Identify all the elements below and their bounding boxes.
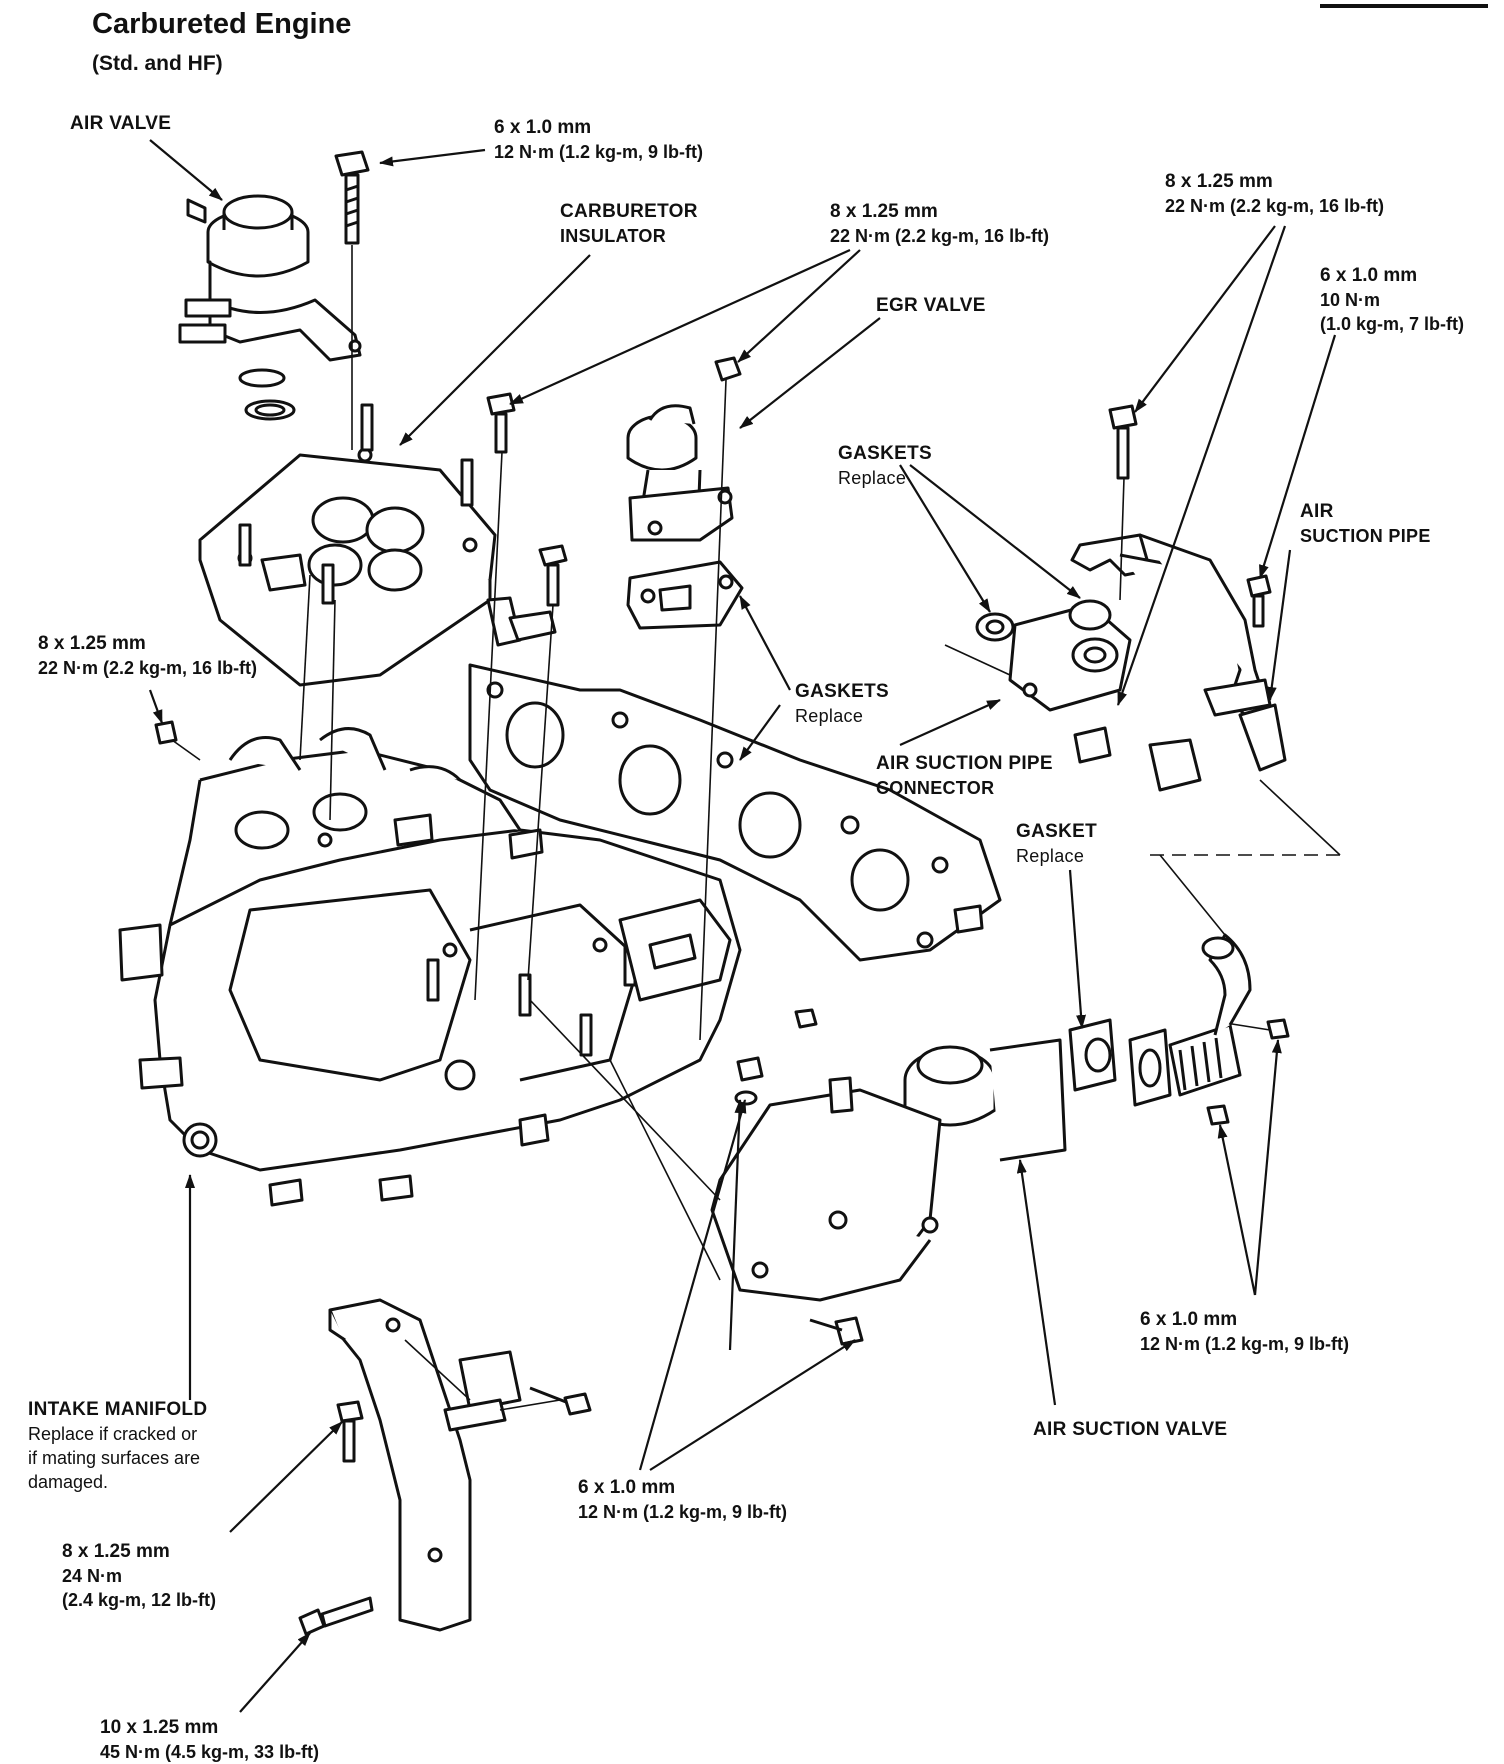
spec-size: 6 x 1.0 mm [1320, 265, 1418, 286]
spec-bottom-bolt: 10 x 1.25 mm 45 N·m (4.5 kg-m, 33 lb-ft) [100, 1716, 319, 1764]
gaskets-upper-label: GASKETS Replace [838, 442, 932, 490]
spec-torque: 12 N·m (1.2 kg-m, 9 lb-ft) [494, 142, 704, 162]
spec-size: 10 x 1.25 mm [100, 1717, 219, 1738]
spec-torque: 22 N·m (2.2 kg-m, 16 lb-ft) [830, 226, 1050, 246]
bracket-bolts [298, 1386, 592, 1636]
label-note: Replace [838, 468, 907, 488]
spec-torque-2: (1.0 kg-m, 7 lb-ft) [1320, 314, 1465, 334]
label-line-1: AIR SUCTION PIPE [876, 753, 1053, 774]
spec-bottom-center: 6 x 1.0 mm 12 N·m (1.2 kg-m, 9 lb-ft) [578, 1476, 787, 1524]
pipe-connector-label: AIR SUCTION PIPE CONNECTOR [876, 752, 1053, 800]
intake-manifold-label: INTAKE MANIFOLD Replace if cracked or if… [28, 1398, 207, 1494]
corner-rule [1320, 4, 1488, 8]
gasket-single-label: GASKET Replace [1016, 820, 1097, 868]
page-title: Carbureted Engine [92, 8, 352, 40]
air-suction-pipe-part [975, 404, 1287, 792]
spec-left-nut: 8 x 1.25 mm 22 N·m (2.2 kg-m, 16 lb-ft) [38, 632, 257, 680]
spec-torque-1: 24 N·m [62, 1566, 123, 1586]
spec-size: 6 x 1.0 mm [1140, 1309, 1238, 1330]
egr-valve-label: EGR VALVE [876, 295, 986, 316]
spec-top-center: 6 x 1.0 mm 12 N·m (1.2 kg-m, 9 lb-ft) [494, 116, 703, 164]
intake-bracket-part [328, 1298, 522, 1632]
air-suction-valve-part [710, 933, 1252, 1302]
spec-valve-nuts: 6 x 1.0 mm 12 N·m (1.2 kg-m, 9 lb-ft) [1140, 1308, 1349, 1356]
spec-torque: 12 N·m (1.2 kg-m, 9 lb-ft) [578, 1502, 788, 1522]
label-note-2: if mating surfaces are [28, 1448, 201, 1468]
spec-top-right: 8 x 1.25 mm 22 N·m (2.2 kg-m, 16 lb-ft) [1165, 170, 1384, 218]
label-line-1: GASKET [1016, 821, 1097, 842]
spec-size: 6 x 1.0 mm [578, 1477, 676, 1498]
label-line-2: INSULATOR [560, 226, 667, 246]
spec-size: 8 x 1.25 mm [62, 1541, 170, 1562]
label-line-1: AIR [1300, 501, 1334, 522]
spec-torque: 45 N·m (4.5 kg-m, 33 lb-ft) [100, 1742, 320, 1762]
spec-torque: 22 N·m (2.2 kg-m, 16 lb-ft) [1165, 196, 1385, 216]
intake-manifold-part [118, 727, 742, 1207]
label-line-1: GASKETS [795, 681, 889, 702]
spec-size: 8 x 1.25 mm [830, 201, 938, 222]
label-note-3: damaged. [28, 1472, 109, 1492]
label-line-2: CONNECTOR [876, 778, 995, 798]
small-bracket [486, 544, 568, 647]
label-line-1: GASKETS [838, 443, 932, 464]
carburetor-insulator-part [198, 403, 497, 687]
air-suction-valve-label: AIR SUCTION VALVE [1033, 1419, 1228, 1440]
air-valve-label: AIR VALVE [70, 113, 172, 134]
spec-torque-1: 10 N·m [1320, 290, 1381, 310]
label-title: INTAKE MANIFOLD [28, 1399, 208, 1420]
spec-pipe-bolt: 6 x 1.0 mm 10 N·m (1.0 kg-m, 7 lb-ft) [1320, 264, 1464, 336]
label-note: Replace [1016, 846, 1085, 866]
manifold-gasket [468, 663, 1002, 962]
egr-gasket [626, 560, 744, 630]
carburetor-insulator-label: CARBURETOR INSULATOR [560, 200, 698, 248]
label-line-1: CARBURETOR [560, 201, 698, 222]
air-suction-pipe-label: AIR SUCTION PIPE [1300, 500, 1431, 548]
label-note: Replace [795, 706, 864, 726]
air-valve-bolt [334, 150, 370, 245]
leader-arrows [148, 139, 1337, 1713]
gaskets-mid-label: GASKETS Replace [795, 680, 889, 728]
spec-torque: 12 N·m (1.2 kg-m, 9 lb-ft) [1140, 1334, 1350, 1354]
spec-egr-bolts: 8 x 1.25 mm 22 N·m (2.2 kg-m, 16 lb-ft) [830, 200, 1049, 248]
spec-size: 8 x 1.25 mm [1165, 171, 1273, 192]
page-subtitle: (Std. and HF) [92, 52, 223, 75]
spec-torque: 22 N·m (2.2 kg-m, 16 lb-ft) [38, 658, 258, 678]
spec-size: 8 x 1.25 mm [38, 633, 146, 654]
egr-valve-part [626, 356, 742, 542]
air-valve-part [178, 194, 362, 421]
spec-bracket-bolt: 8 x 1.25 mm 24 N·m (2.4 kg-m, 12 lb-ft) [62, 1540, 216, 1612]
spec-size: 6 x 1.0 mm [494, 117, 592, 138]
label-note-1: Replace if cracked or [28, 1424, 198, 1444]
spec-torque-2: (2.4 kg-m, 12 lb-ft) [62, 1590, 217, 1610]
insulator-bolt [486, 392, 516, 454]
label-line-2: SUCTION PIPE [1300, 526, 1431, 546]
